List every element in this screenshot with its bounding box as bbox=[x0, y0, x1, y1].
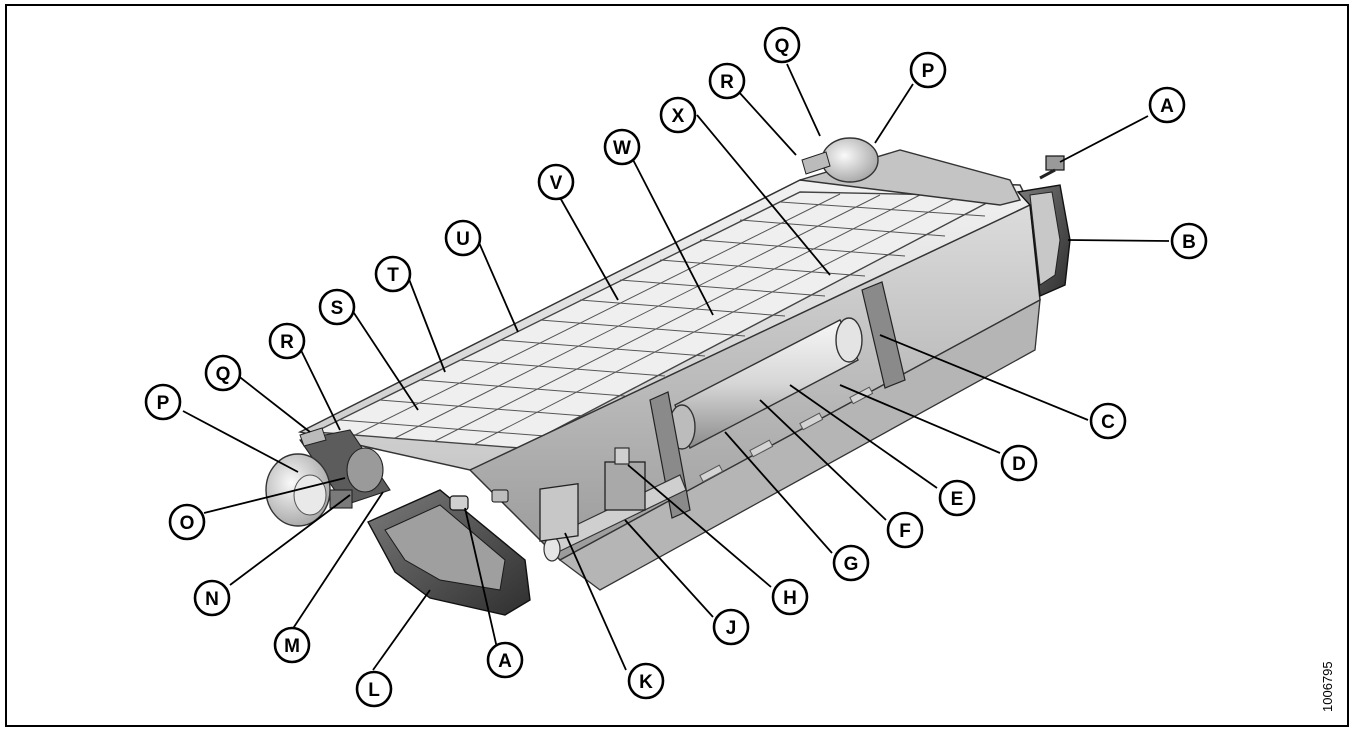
callout-letter: L bbox=[368, 680, 380, 701]
callout-letter: Q bbox=[775, 36, 790, 57]
callout-s: S bbox=[318, 288, 356, 326]
callout-x: X bbox=[659, 96, 697, 134]
top-screen-grid bbox=[312, 191, 1001, 449]
callout-letter: E bbox=[951, 489, 964, 510]
callout-circle bbox=[659, 96, 697, 134]
callout-letter: C bbox=[1101, 412, 1115, 433]
callout-letter: D bbox=[1012, 454, 1026, 475]
callout-c: C bbox=[1089, 402, 1127, 440]
gearbox bbox=[604, 461, 646, 511]
callout-letter: P bbox=[922, 61, 935, 82]
callout-letter: F bbox=[899, 521, 911, 542]
callout-letter: W bbox=[613, 138, 631, 159]
callout-p2: P bbox=[909, 51, 947, 89]
callout-letter: S bbox=[331, 298, 344, 319]
callout-circle bbox=[909, 51, 947, 89]
callout-q: Q bbox=[204, 354, 242, 392]
callout-circle bbox=[144, 383, 182, 421]
callout-letter: R bbox=[280, 332, 294, 353]
end-bracket-right bbox=[801, 151, 831, 175]
callout-circle bbox=[1148, 86, 1186, 124]
callout-letter: G bbox=[844, 554, 859, 575]
light-right bbox=[1045, 155, 1065, 171]
callout-circle bbox=[627, 662, 665, 700]
callout-a2: A bbox=[486, 641, 524, 679]
callout-letter: J bbox=[726, 618, 737, 639]
callout-circle bbox=[374, 255, 412, 293]
callout-e: E bbox=[938, 479, 976, 517]
callout-letter: O bbox=[180, 513, 195, 534]
callout-letter: B bbox=[1182, 232, 1196, 253]
callout-circle bbox=[1170, 222, 1208, 260]
callout-circle bbox=[318, 288, 356, 326]
callout-letter: M bbox=[284, 636, 300, 657]
callout-letter: N bbox=[205, 589, 219, 610]
callout-letter: R bbox=[720, 72, 734, 93]
callout-v: V bbox=[537, 163, 575, 201]
callout-circle bbox=[1000, 444, 1038, 482]
callout-circle bbox=[708, 62, 746, 100]
callout-k: K bbox=[627, 662, 665, 700]
callout-circle bbox=[486, 641, 524, 679]
callout-j: J bbox=[712, 608, 750, 646]
callout-d: D bbox=[1000, 444, 1038, 482]
callout-t: T bbox=[374, 255, 412, 293]
callout-circle bbox=[444, 219, 482, 257]
callout-letter: T bbox=[387, 265, 399, 286]
support-arm-right bbox=[861, 281, 906, 389]
callout-circle bbox=[273, 626, 311, 664]
callout-n: N bbox=[193, 579, 231, 617]
callout-letter: H bbox=[783, 588, 797, 609]
callout-letter: K bbox=[639, 672, 653, 693]
callout-circle bbox=[1089, 402, 1127, 440]
header-machine bbox=[265, 137, 1071, 616]
callout-letter: U bbox=[456, 229, 470, 250]
end-bracket-left bbox=[299, 427, 327, 447]
callout-circle bbox=[168, 503, 206, 541]
callout-g: G bbox=[832, 544, 870, 582]
callout-letter: V bbox=[550, 173, 563, 194]
callout-letter: P bbox=[157, 393, 170, 414]
callout-p: P bbox=[144, 383, 182, 421]
callout-letter: Q bbox=[216, 364, 231, 385]
callout-letter: X bbox=[672, 106, 685, 127]
leader-lines bbox=[182, 63, 1170, 671]
callout-circle bbox=[204, 354, 242, 392]
callout-circle bbox=[193, 579, 231, 617]
callout-o: O bbox=[168, 503, 206, 541]
callout-circle bbox=[771, 578, 809, 616]
figure-id: 1006795 bbox=[1320, 661, 1335, 712]
callout-q2: Q bbox=[763, 26, 801, 64]
callout-a: A bbox=[1148, 86, 1186, 124]
callout-circle bbox=[268, 322, 306, 360]
callout-circle bbox=[712, 608, 750, 646]
callout-letter: A bbox=[498, 651, 512, 672]
callout-circle bbox=[832, 544, 870, 582]
callout-circle bbox=[355, 670, 393, 708]
callout-w: W bbox=[603, 128, 641, 166]
callout-b: B bbox=[1170, 222, 1208, 260]
callout-circle bbox=[537, 163, 575, 201]
callout-h: H bbox=[771, 578, 809, 616]
callout-r2: R bbox=[708, 62, 746, 100]
callout-circle bbox=[763, 26, 801, 64]
control-box bbox=[539, 483, 579, 542]
tire-right bbox=[821, 137, 879, 183]
callout-m: M bbox=[273, 626, 311, 664]
light-left bbox=[449, 495, 469, 511]
callout-r: R bbox=[268, 322, 306, 360]
callouts: A B C D E F G H J K A L M N O P Q R S T U V W X R Q P bbox=[144, 26, 1208, 708]
callout-letter: A bbox=[1160, 96, 1174, 117]
callout-f: F bbox=[886, 511, 924, 549]
left-end-mechanism bbox=[299, 429, 391, 509]
callout-l: L bbox=[355, 670, 393, 708]
callout-circle bbox=[886, 511, 924, 549]
callout-circle bbox=[603, 128, 641, 166]
callout-circle bbox=[938, 479, 976, 517]
callout-u: U bbox=[444, 219, 482, 257]
drum bbox=[668, 317, 863, 450]
